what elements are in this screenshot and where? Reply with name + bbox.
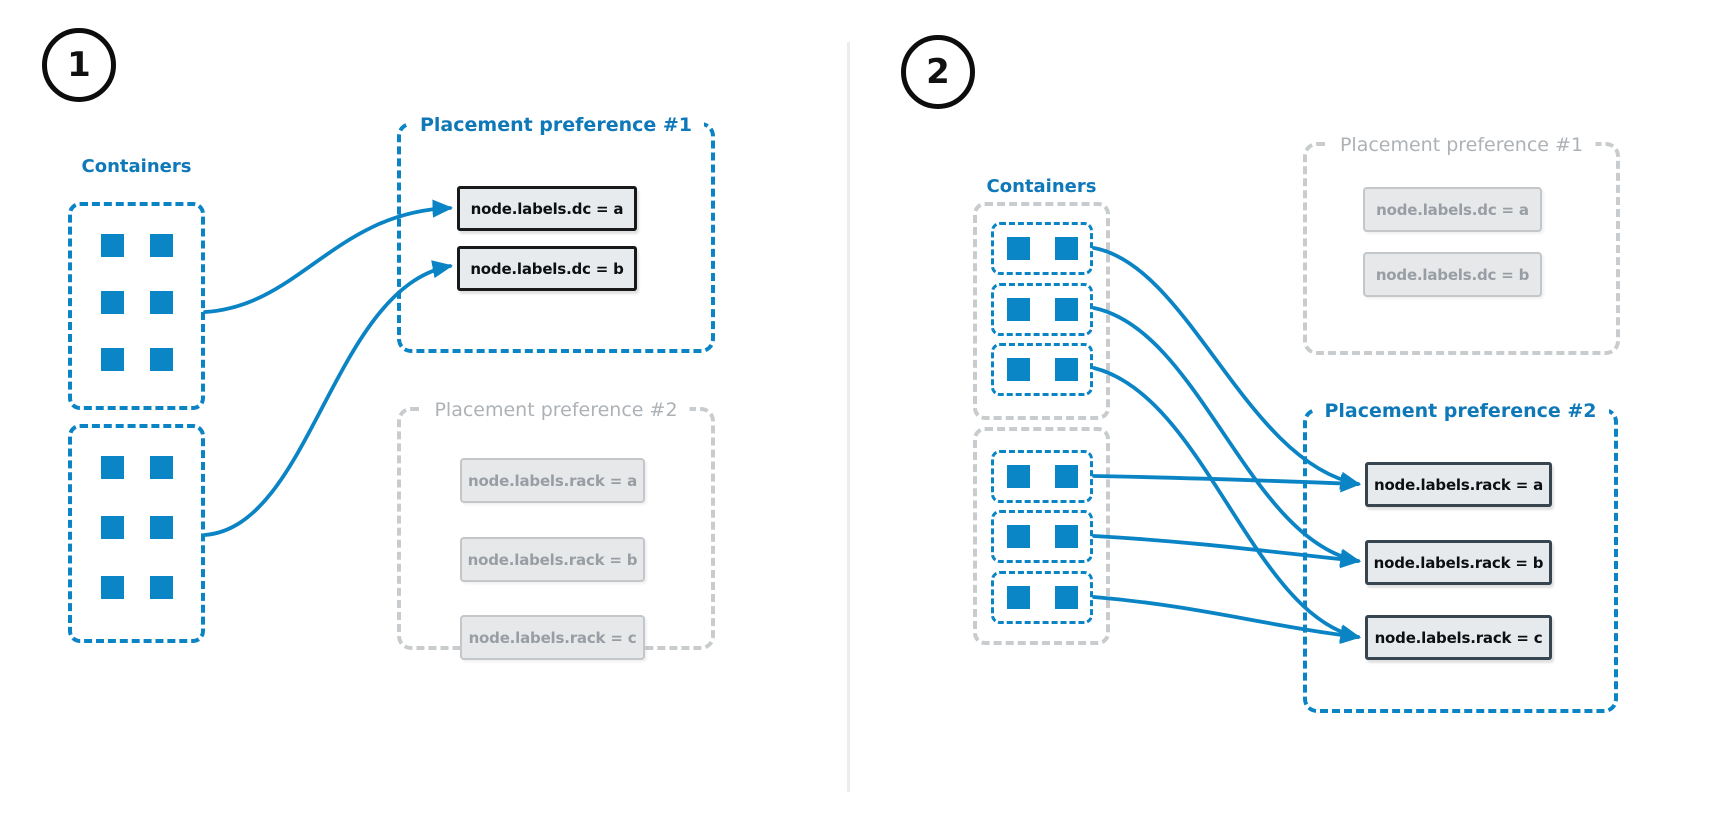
task-subgroup [991, 571, 1093, 624]
pref-item-chip: node.labels.rack = b [460, 537, 645, 582]
container-square [1054, 586, 1078, 609]
container-square [1054, 525, 1078, 548]
container-group-4 [973, 427, 1110, 645]
container-square [149, 291, 173, 314]
container-square [1006, 586, 1030, 609]
container-square [149, 516, 173, 539]
container-square [1006, 237, 1030, 260]
placement-preference-title: Placement preference #2 [422, 398, 690, 422]
task-subgroup [991, 343, 1093, 396]
container-square [100, 348, 124, 371]
container-square [149, 576, 173, 599]
step-badge-2: 2 [901, 35, 975, 109]
pref-item-chip: node.labels.rack = c [460, 615, 645, 660]
container-squares [72, 206, 201, 371]
pref-item-chip: node.labels.rack = b [1365, 540, 1552, 585]
container-square [100, 516, 124, 539]
container-squares [72, 428, 201, 599]
placement-preference-1-panel2: Placement preference #1 node.labels.dc =… [1303, 133, 1620, 355]
containers-label-panel1: Containers [81, 156, 192, 177]
task-subgroup [991, 222, 1093, 275]
pref-item-chip: node.labels.rack = a [1365, 462, 1552, 507]
pref-item-chip: node.labels.rack = c [1365, 615, 1552, 660]
container-group-1 [68, 202, 205, 410]
pref-item-chip: node.labels.dc = b [1363, 252, 1542, 297]
task-subgroup [991, 283, 1093, 336]
task-subgroup [991, 510, 1093, 563]
container-square [100, 456, 124, 479]
task-subgroup [991, 450, 1093, 503]
step-badge-1: 1 [42, 28, 116, 102]
container-square [100, 234, 124, 257]
container-group-2 [68, 424, 205, 643]
container-square [1054, 237, 1078, 260]
panel-divider [847, 42, 850, 792]
pref-item-chip: node.labels.dc = b [457, 246, 637, 291]
container-square [100, 576, 124, 599]
container-square [1054, 465, 1078, 488]
container-square [1006, 465, 1030, 488]
step-badge-1-number: 1 [67, 45, 91, 85]
container-square [149, 456, 173, 479]
placement-preference-title: Placement preference #1 [407, 113, 705, 137]
container-square [1006, 298, 1030, 321]
placement-preference-2-panel1: Placement preference #2 node.labels.rack… [397, 398, 715, 660]
pref-item-chip: node.labels.dc = a [1363, 187, 1542, 232]
container-square [1054, 358, 1078, 381]
pref-item-chip: node.labels.dc = a [457, 186, 637, 231]
container-square [1054, 298, 1078, 321]
container-square [149, 348, 173, 371]
step-badge-2-number: 2 [926, 52, 950, 92]
container-square [149, 234, 173, 257]
pref-item-chip: node.labels.rack = a [460, 458, 645, 503]
container-square [1006, 525, 1030, 548]
container-square [100, 291, 124, 314]
container-square [1006, 358, 1030, 381]
containers-label-panel2: Containers [986, 176, 1097, 197]
placement-preference-title: Placement preference #2 [1312, 399, 1609, 423]
placement-preference-2-panel2: Placement preference #2 node.labels.rack… [1303, 399, 1618, 713]
placement-preference-title: Placement preference #1 [1327, 133, 1596, 157]
container-group-3 [973, 202, 1110, 420]
placement-preference-1-panel1: Placement preference #1 node.labels.dc =… [397, 113, 715, 353]
